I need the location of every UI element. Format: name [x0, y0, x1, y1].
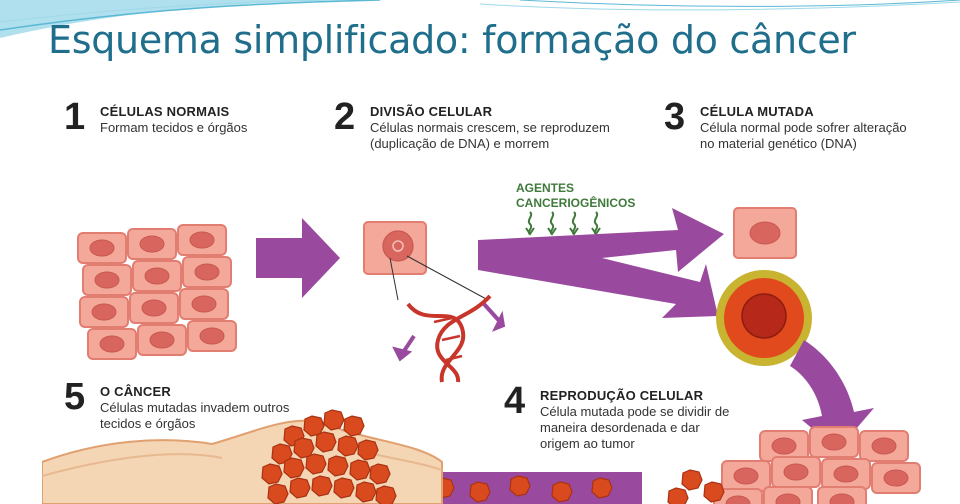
step-3-heading: CÉLULA MUTADA	[700, 104, 814, 119]
step-4-description: Célula mutada pode se dividir de maneira…	[540, 404, 730, 451]
step-2-description: Células normais crescem, se reproduzem (…	[370, 120, 610, 151]
carcinogenic-agents-label: AGENTES CANCERIOGÊNICOS	[516, 181, 636, 210]
carcinogen-agent-icons	[525, 211, 601, 236]
altered-cell-normal	[733, 207, 797, 259]
arrow-step1-to-step2	[256, 218, 340, 298]
slide-title: Esquema simplificado: formação do câncer	[48, 18, 856, 62]
dividing-cell	[363, 221, 489, 301]
arrow-step2-to-step3	[478, 208, 724, 318]
step-5-heading: O CÂNCER	[100, 384, 171, 399]
step-5-number: 5	[64, 376, 86, 418]
step-3-number: 3	[664, 96, 686, 138]
arrow-step3-to-step4	[790, 340, 874, 450]
step-5-description: Células mutadas invadem outros tecidos e…	[100, 400, 290, 431]
step-2-number: 2	[334, 96, 356, 138]
step-1-heading: CÉLULAS NORMAIS	[100, 104, 230, 119]
cancer-formation-diagram: 1 CÉLULAS NORMAIS Formam tecidos e órgão…	[42, 90, 930, 504]
mutated-cell	[716, 270, 812, 366]
normal-cells-tissue	[77, 224, 237, 360]
decorative-swoosh	[0, 0, 960, 38]
step-2-heading: DIVISÃO CELULAR	[370, 104, 493, 119]
diagram-artwork	[42, 207, 921, 504]
step-3-description: Célula normal pode sofrer alteração no m…	[700, 120, 907, 151]
step-1-description: Formam tecidos e órgãos	[100, 120, 248, 135]
step-1-number: 1	[64, 96, 86, 138]
step-4-number: 4	[504, 380, 526, 422]
dna-helix	[392, 294, 506, 383]
step-4-heading: REPRODUÇÃO CELULAR	[540, 388, 704, 403]
